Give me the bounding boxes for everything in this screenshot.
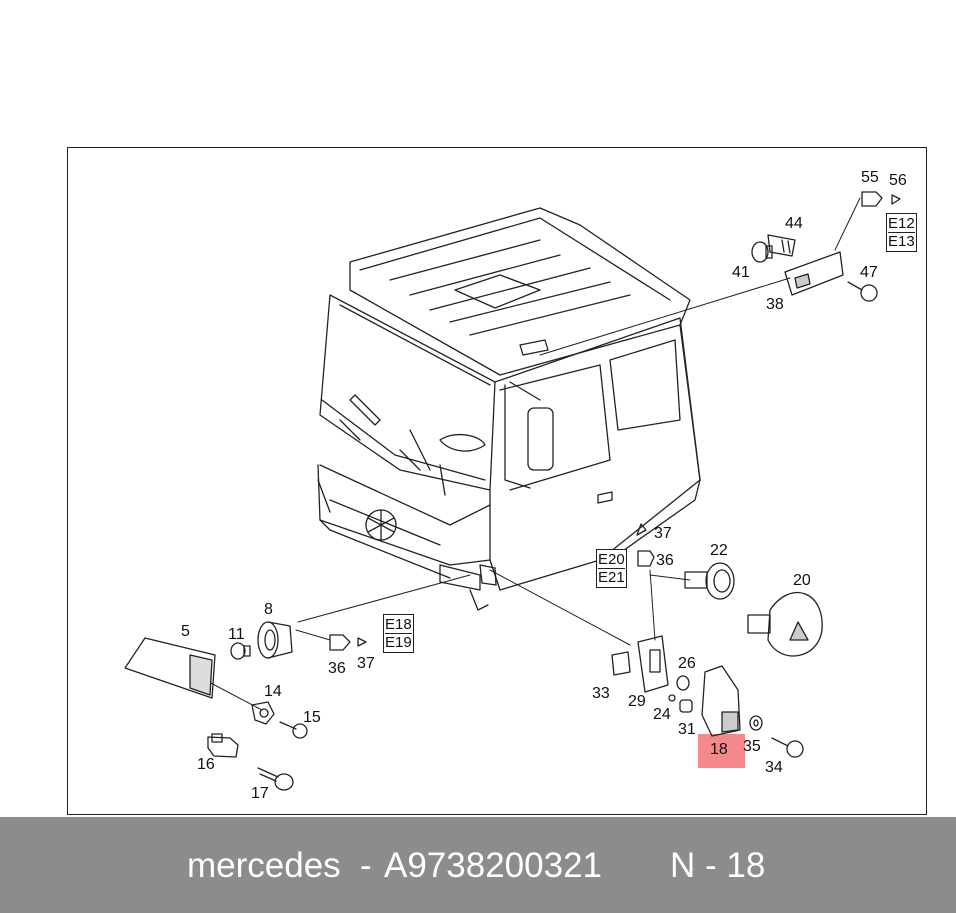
callout-37-left: 37: [357, 655, 375, 672]
callout-17: 17: [251, 785, 269, 802]
part-34-screw: [771, 737, 804, 758]
callout-26: 26: [678, 655, 696, 672]
diagram-frame: [67, 147, 927, 815]
callout-47: 47: [860, 264, 878, 281]
code-e20: E20: [598, 551, 625, 568]
footer-brand: mercedes: [187, 846, 341, 885]
callout-55: 55: [861, 169, 879, 186]
part-18-side-lamp: [701, 665, 741, 737]
part-47-screw: [847, 281, 878, 302]
callout-34: 34: [765, 759, 783, 776]
part-20-lamp: [747, 592, 823, 657]
part-8-socket: [257, 621, 293, 659]
part-16-clip: [207, 733, 239, 758]
footer-position-label: N - 18: [670, 846, 766, 885]
highlight-marker: [698, 734, 745, 768]
callout-33: 33: [592, 685, 610, 702]
callout-16: 16: [197, 756, 215, 773]
callout-11: 11: [228, 626, 245, 643]
callout-14: 14: [264, 683, 282, 700]
callout-22: 22: [710, 542, 728, 559]
code-box-e18-e19: E18 E19: [383, 614, 414, 653]
callout-18: 18: [710, 741, 728, 758]
callout-41: 41: [732, 264, 750, 281]
footer-bar: mercedes - A9738200321 N - 18: [0, 817, 956, 913]
callout-36-right: 36: [656, 552, 674, 569]
part-44-holder: [767, 234, 796, 257]
callout-36-left: 36: [328, 660, 346, 677]
code-e13: E13: [888, 232, 915, 250]
callout-15: 15: [303, 709, 321, 726]
part-17-screw: [257, 767, 294, 791]
connector-36-37-right: [636, 523, 655, 567]
part-38-marker-lamp: [784, 251, 844, 296]
code-e21: E21: [598, 568, 625, 586]
callout-5: 5: [181, 623, 190, 640]
footer-part-number: A9738200321: [384, 846, 602, 885]
callout-44: 44: [785, 215, 803, 232]
part-29-lamp: [637, 635, 669, 693]
code-e12: E12: [888, 215, 915, 232]
code-box-e20-e21: E20 E21: [596, 549, 627, 588]
part-11-bulb: [230, 642, 251, 660]
callout-56: 56: [889, 172, 907, 189]
code-e18: E18: [385, 616, 412, 633]
callout-31: 31: [678, 721, 696, 738]
callout-20: 20: [793, 572, 811, 589]
code-e19: E19: [385, 633, 412, 651]
part-15-screw: [279, 721, 308, 739]
part-22-socket: [684, 562, 735, 600]
truck-cab: [317, 207, 701, 611]
parts-24-26-31: [668, 675, 693, 713]
part-5-corner-lamp: [124, 637, 216, 699]
part-35-washer: [749, 715, 763, 731]
connector-55-56: [861, 191, 901, 207]
part-14-holder: [251, 701, 275, 725]
callout-35: 35: [743, 738, 761, 755]
part-33-clip: [611, 651, 631, 676]
callout-24: 24: [653, 706, 671, 723]
code-box-e12-e13: E12 E13: [886, 213, 917, 252]
footer-separator: -: [360, 846, 372, 885]
callout-38: 38: [766, 296, 784, 313]
callout-8: 8: [264, 601, 273, 618]
connector-36-37-left: [329, 634, 367, 651]
callout-29: 29: [628, 693, 646, 710]
callout-37-right: 37: [654, 525, 672, 542]
